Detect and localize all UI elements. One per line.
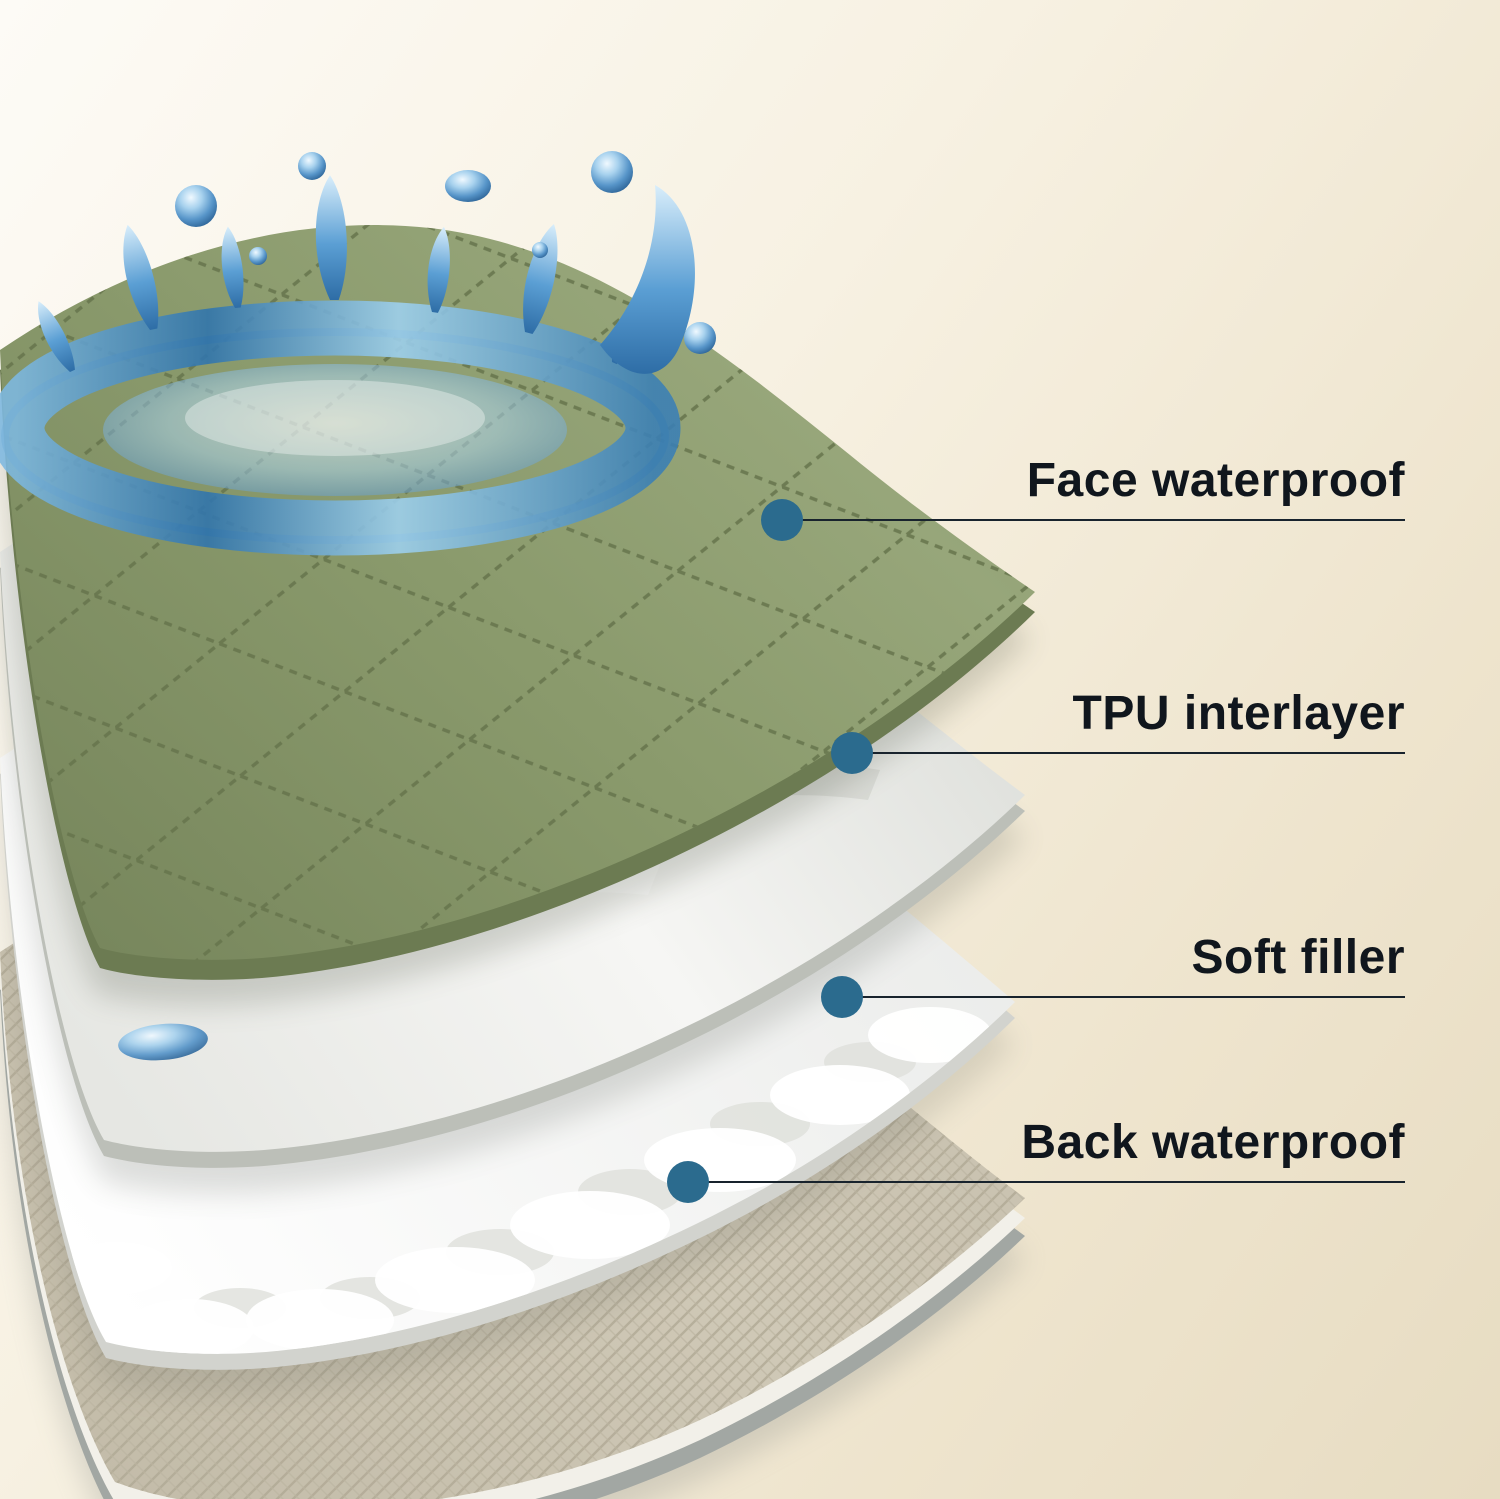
callout-dot [667,1161,709,1203]
callout-dot [761,499,803,541]
callout-dot [831,732,873,774]
callout-dot [821,976,863,1018]
water-plume [600,185,695,374]
soft-filler-layer [0,636,1015,1396]
callout-label-soft-filler: Soft filler [1191,931,1405,984]
callout-label-tpu-interlayer: TPU interlayer [1072,687,1405,740]
callout-label-face-waterproof: Face waterproof [1026,454,1405,507]
filler-fluff-texture [64,1007,992,1354]
water-droplets-airborne [175,151,716,354]
callout-line [688,1181,1405,1183]
callout-label-back-waterproof: Back waterproof [1021,1116,1405,1169]
callout-line [782,519,1405,521]
water-splash [0,151,716,556]
callout-line [852,752,1405,754]
callout-line [842,996,1405,998]
